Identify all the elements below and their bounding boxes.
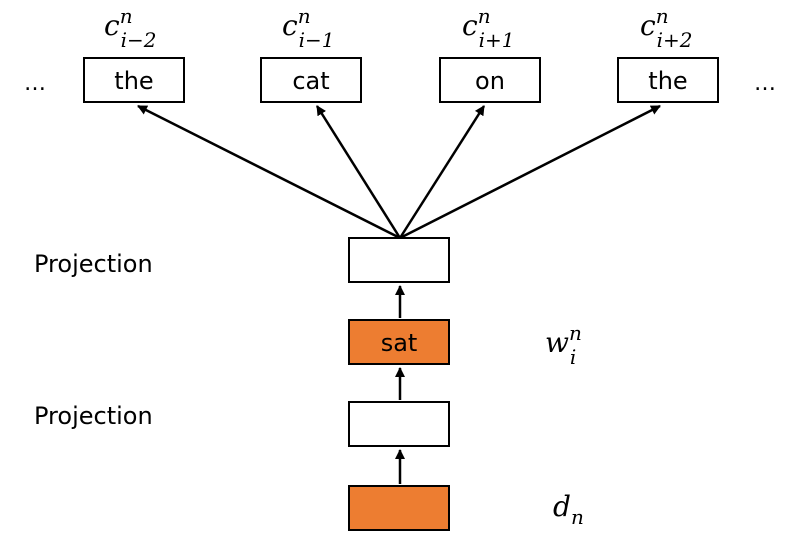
context-word-4: the [648,67,687,95]
word-node: sat [348,319,450,365]
doc-node-math-label: dn [553,490,584,529]
projection-lower-node [348,401,450,447]
arrow-to-context-2 [315,105,402,239]
ellipsis-left: … [24,71,46,96]
context-node-4: the [617,57,719,103]
context-node-3: on [439,57,541,103]
ellipsis-right: … [754,71,776,96]
context-word-3: on [475,67,505,95]
context-word-2: cat [292,67,329,95]
doc-node [348,485,450,531]
arrow-to-context-3 [398,105,486,239]
context-word-1: the [114,67,153,95]
context-node-1: the [83,57,185,103]
projection-lower-label: Projection [34,402,153,430]
context-node-2: cat [260,57,362,103]
word-node-text: sat [381,329,418,357]
projection-upper-node [348,237,450,283]
projection-upper-label: Projection [34,250,153,278]
arrow-to-context-1 [137,104,401,240]
arrow-to-context-4 [399,104,661,240]
